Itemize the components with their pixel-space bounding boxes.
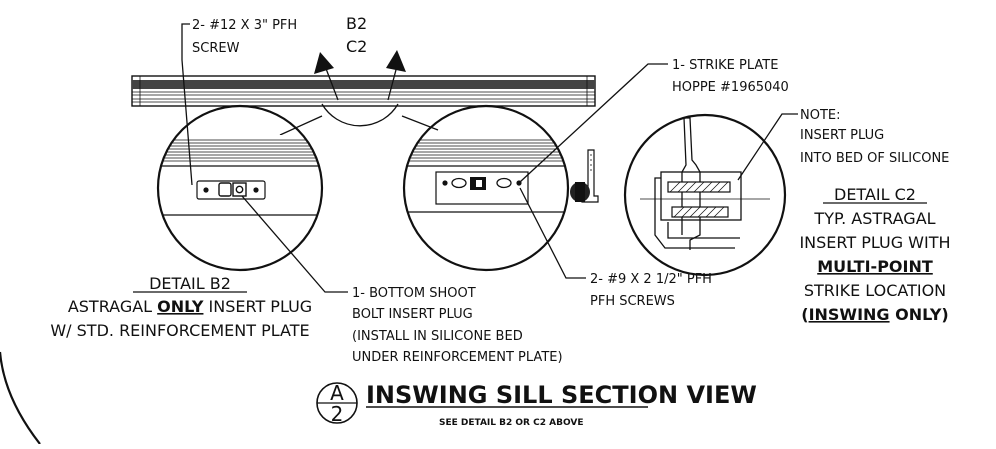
astragal-profile-icon — [570, 149, 599, 203]
ref-b2-label: B2 — [346, 14, 367, 33]
detail-c2-circle — [623, 113, 787, 277]
bolt-label-1: 1- BOTTOM SHOOT — [352, 286, 476, 301]
detail-b2-title: DETAIL B2 — [149, 274, 231, 293]
note-title: NOTE: — [800, 108, 841, 123]
detail-c2-title: DETAIL C2 — [834, 185, 916, 204]
detail-b2-line2-pre: ASTRAGAL — [68, 297, 157, 316]
strike-plate-label-1: 1- STRIKE PLATE — [672, 58, 778, 73]
leader-lines — [181, 23, 798, 293]
detail-b2-line3: W/ STD. REINFORCEMENT PLATE — [50, 321, 309, 340]
page-edge-arc — [0, 351, 41, 445]
detail-c2-only: ONLY) — [890, 305, 949, 324]
bolt-label-2: BOLT INSERT PLUG — [352, 307, 473, 322]
detail-b2-caption: DETAIL B2 ASTRAGAL ONLY INSERT PLUG W/ S… — [50, 274, 312, 340]
detail-c2-line5: STRIKE LOCATION — [804, 281, 946, 300]
detail-c2-caption: DETAIL C2 TYP. ASTRAGAL INSERT PLUG WITH… — [799, 185, 950, 324]
detail-c2-line6: (INSWING ONLY) — [801, 305, 948, 324]
detail-b2-line2: ASTRAGAL ONLY INSERT PLUG — [68, 297, 312, 316]
note-line-2: INTO BED OF SILICONE — [800, 151, 949, 166]
pfh-label-2: PFH SCREWS — [590, 294, 675, 309]
detail-b2-circle — [156, 104, 324, 272]
section-arrows — [314, 50, 406, 101]
section-subtitle: SEE DETAIL B2 OR C2 ABOVE — [439, 418, 583, 428]
detail-c2-inswing: INSWING — [809, 305, 890, 324]
section-title: INSWING SILL SECTION VIEW — [366, 381, 757, 409]
detail-c2-line2: TYP. ASTRAGAL — [813, 209, 935, 228]
strike-plate-label-2: HOPPE #1965040 — [672, 80, 789, 95]
section-marker: A 2 — [316, 381, 358, 426]
callout-bubble — [321, 103, 399, 127]
sill-bar — [131, 75, 596, 107]
screw-top-label-2: SCREW — [192, 41, 240, 56]
detail-c2-line3: INSERT PLUG WITH — [799, 233, 950, 252]
detail-b2-only: ONLY — [157, 297, 204, 316]
bolt-label-3: (INSTALL IN SILICONE BED — [352, 329, 523, 344]
detail-c2-paren-open: ( — [801, 305, 808, 324]
ref-c2-label: C2 — [346, 37, 367, 56]
bolt-label-4: UNDER REINFORCEMENT PLATE) — [352, 350, 563, 365]
pfh-label-1: 2- #9 X 2 1/2" PFH — [590, 272, 712, 287]
screw-top-label-1: 2- #12 X 3" PFH — [192, 18, 297, 33]
section-number: 2 — [331, 402, 344, 426]
detail-c2-multi-point: MULTI-POINT — [817, 257, 933, 276]
detail-b2-line2-post: INSERT PLUG — [203, 297, 312, 316]
note-line-1: INSERT PLUG — [800, 128, 884, 143]
strike-plate-circle — [402, 104, 570, 272]
section-letter: A — [330, 381, 344, 405]
